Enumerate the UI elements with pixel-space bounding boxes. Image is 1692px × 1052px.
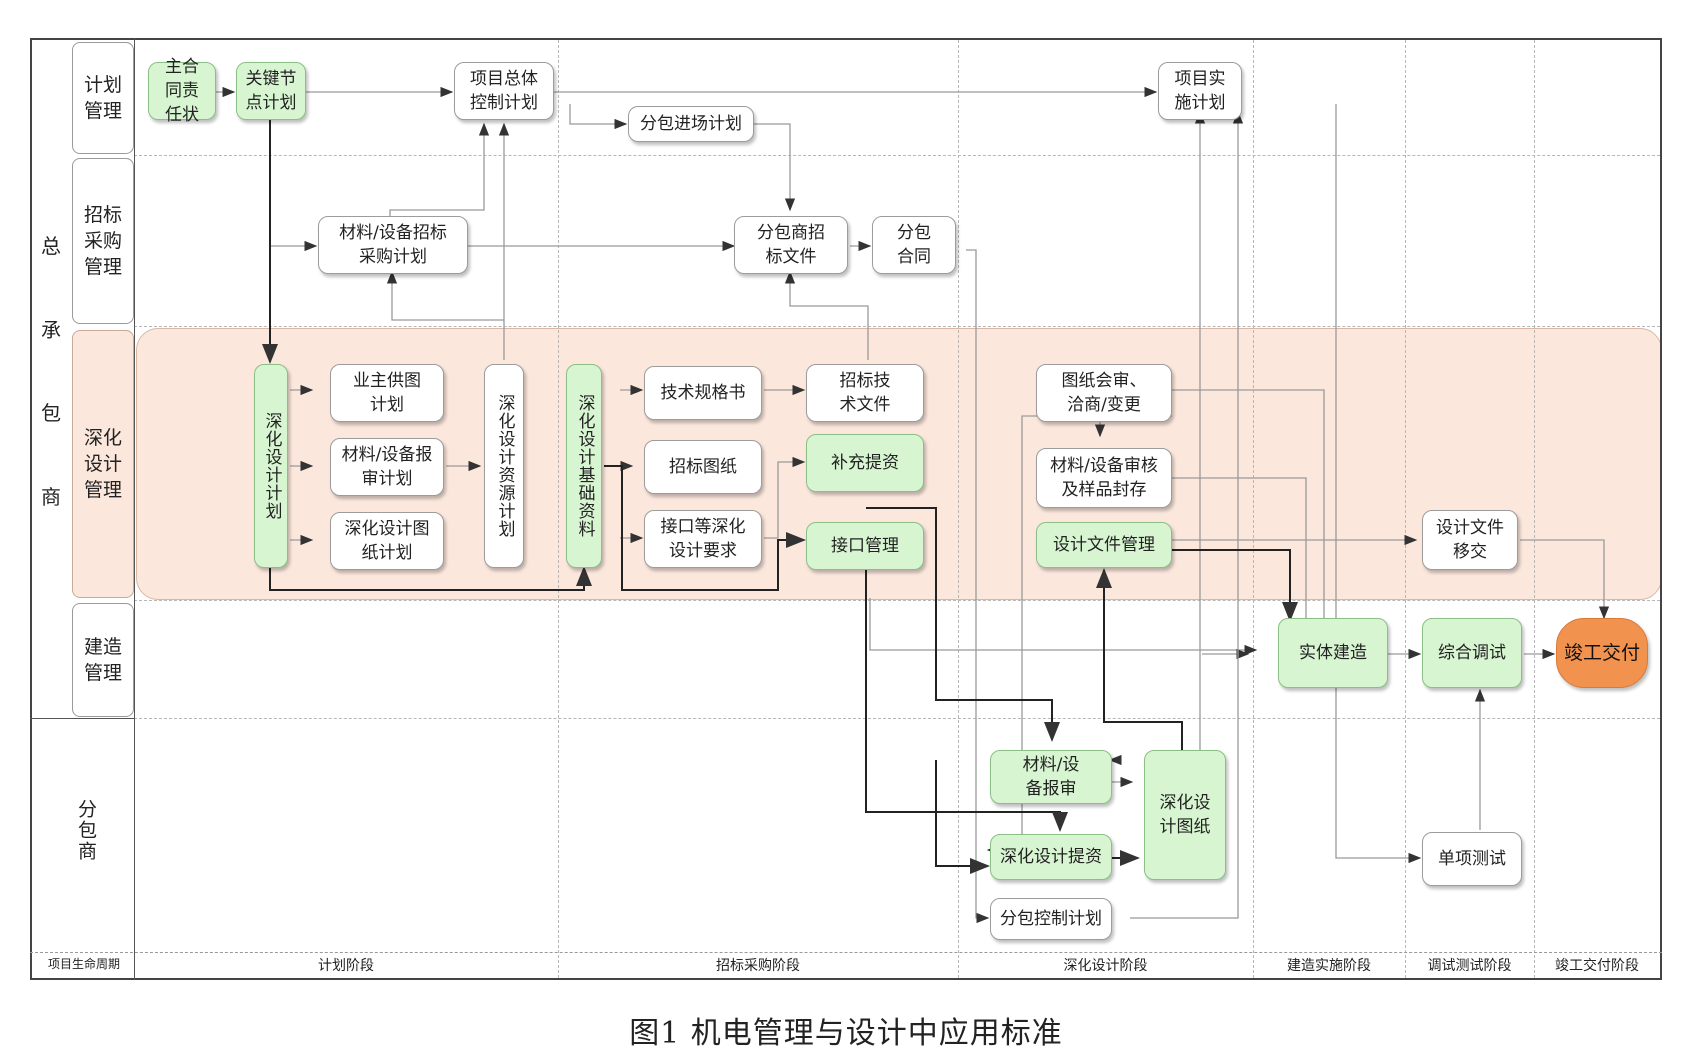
stage-divider — [558, 40, 559, 978]
subcontractor-divider — [30, 718, 134, 719]
node-design-file-management: 设计文件管理 — [1036, 522, 1172, 568]
footer-stage: 建造实施阶段 — [1287, 958, 1371, 974]
stage-divider — [1534, 40, 1535, 978]
footer-stage: 竣工交付阶段 — [1555, 958, 1639, 974]
lane-axis — [134, 38, 135, 980]
main-contractor-char: 承 — [41, 317, 61, 342]
node-drawing-review: 图纸会审、洽商/变更 — [1036, 364, 1172, 422]
lane-sub-header: 分包商 — [75, 798, 97, 862]
footer-stage: 深化设计阶段 — [1063, 958, 1148, 974]
node-interface-requirements: 接口等深化设计要求 — [644, 510, 762, 568]
node-tech-spec: 技术规格书 — [644, 366, 762, 420]
node-sub-entry-plan: 分包进场计划 — [628, 106, 754, 142]
lane-deep-header: 深化设计管理 — [72, 330, 134, 598]
main-contractor-char: 总 — [41, 234, 61, 258]
main-contractor-char: 包 — [41, 401, 61, 426]
node-completion: 竣工交付 — [1556, 618, 1648, 688]
lane-divider — [134, 155, 1660, 156]
node-sub-deep-drawing: 深化设计图纸 — [1144, 750, 1226, 880]
lane-tender-header: 招标采购管理 — [72, 158, 134, 324]
node-material-audit: 材料/设备审核及样品封存 — [1036, 448, 1172, 508]
figure-caption: 图1 机电管理与设计中应用标准 — [629, 1016, 1063, 1051]
node-implementation-plan: 项目实施计划 — [1158, 62, 1242, 120]
lane-plan-header: 计划管理 — [72, 42, 134, 154]
node-design-basis: 深化设计基础资料 — [566, 364, 602, 568]
node-owner-supply-plan: 业主供图计划 — [330, 364, 444, 422]
node-deep-drawing-plan: 深化设计图纸计划 — [330, 512, 444, 570]
node-deep-design-plan: 深化设计计划 — [254, 364, 288, 568]
node-sub-control-plan: 分包控制计划 — [990, 898, 1112, 940]
footer-stage: 招标采购阶段 — [716, 958, 800, 974]
node-supplement: 补充提资 — [806, 434, 924, 492]
node-sub-material-review: 材料/设备报审 — [990, 750, 1112, 804]
main-contractor-label: 总 承 包 商 — [36, 230, 66, 510]
node-sub-supplement: 深化设计提资 — [990, 834, 1112, 880]
node-key-node-plan: 关键节点计划 — [236, 62, 306, 120]
lane-build-header: 建造管理 — [72, 603, 134, 717]
node-interface-management: 接口管理 — [806, 522, 924, 570]
node-main-contract: 主合同责任状 — [148, 57, 216, 125]
lifecycle-footer — [30, 952, 1662, 979]
node-sub-contract: 分包合同 — [872, 216, 956, 274]
node-sub-tender-docs: 分包商招标文件 — [734, 216, 848, 274]
node-unit-test: 单项测试 — [1422, 832, 1522, 886]
node-design-file-transfer: 设计文件移交 — [1422, 510, 1518, 570]
node-tender-tech-doc: 招标技术文件 — [806, 364, 924, 422]
diagram-frame — [30, 38, 1662, 980]
node-design-resource-plan: 深化设计资源计划 — [484, 364, 524, 568]
main-contractor-char: 商 — [41, 484, 61, 509]
node-tender-drawings: 招标图纸 — [644, 440, 762, 494]
node-material-review-plan: 材料/设备报审计划 — [330, 438, 444, 496]
node-master-plan: 项目总体控制计划 — [454, 62, 554, 120]
node-construction: 实体建造 — [1278, 618, 1388, 688]
footer-lifecycle-label: 项目生命周期 — [47, 957, 120, 971]
footer-stage: 调试测试阶段 — [1427, 958, 1512, 974]
node-commissioning: 综合调试 — [1422, 618, 1522, 688]
lane-divider — [134, 326, 1660, 327]
node-material-tender-plan: 材料/设备招标采购计划 — [318, 216, 468, 274]
footer-stage: 计划阶段 — [318, 958, 374, 974]
